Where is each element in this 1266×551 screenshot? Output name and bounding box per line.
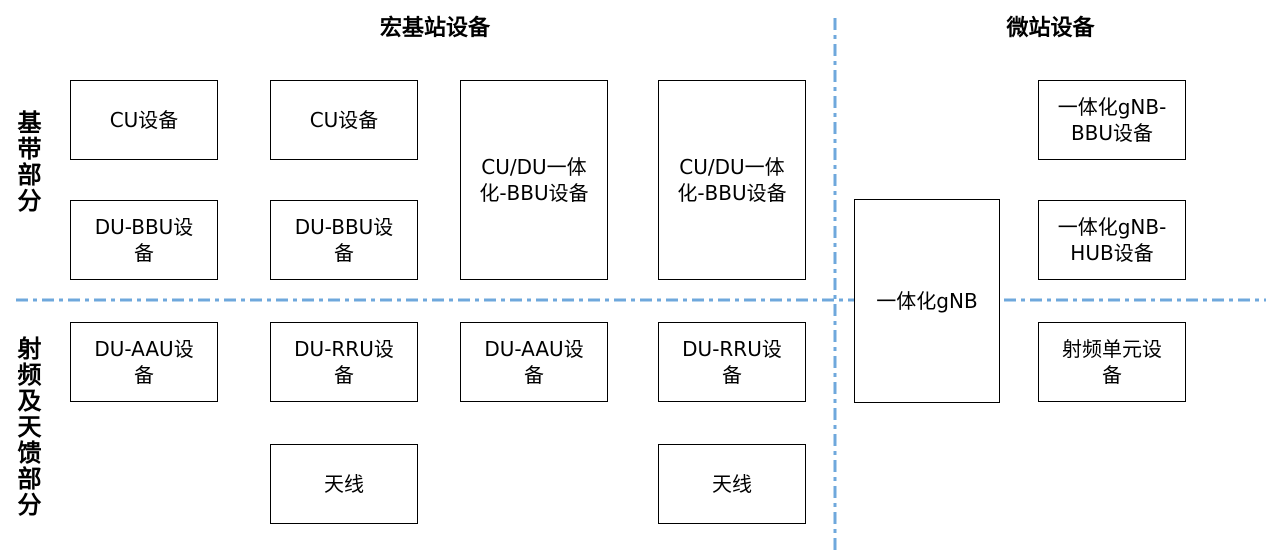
box-cu-device-2: CU设备 bbox=[270, 80, 418, 160]
box-rf-unit-device: 射频单元设 备 bbox=[1038, 322, 1186, 402]
box-du-aau-device-2: DU-AAU设 备 bbox=[460, 322, 608, 402]
box-integrated-gnb-bbu: 一体化gNB- BBU设备 bbox=[1038, 80, 1186, 160]
box-antenna-2: 天线 bbox=[658, 444, 806, 524]
box-du-aau-device-1: DU-AAU设 备 bbox=[70, 322, 218, 402]
box-du-bbu-device-1: DU-BBU设 备 bbox=[70, 200, 218, 280]
box-antenna-1: 天线 bbox=[270, 444, 418, 524]
box-du-rru-device-2: DU-RRU设 备 bbox=[658, 322, 806, 402]
box-cu-device-1: CU设备 bbox=[70, 80, 218, 160]
rf-antenna-row-label: 射频及天馈部分 bbox=[13, 336, 41, 518]
macro-station-title: 宏基站设备 bbox=[379, 16, 490, 41]
baseband-row-label: 基带部分 bbox=[13, 110, 41, 214]
box-du-bbu-device-2: DU-BBU设 备 bbox=[270, 200, 418, 280]
box-cudu-integrated-bbu-2: CU/DU一体 化-BBU设备 bbox=[658, 80, 806, 280]
box-integrated-gnb: 一体化gNB bbox=[854, 199, 1000, 403]
box-cudu-integrated-bbu-1: CU/DU一体 化-BBU设备 bbox=[460, 80, 608, 280]
box-integrated-gnb-hub: 一体化gNB- HUB设备 bbox=[1038, 200, 1186, 280]
box-du-rru-device-1: DU-RRU设 备 bbox=[270, 322, 418, 402]
micro-station-title: 微站设备 bbox=[1006, 16, 1095, 41]
